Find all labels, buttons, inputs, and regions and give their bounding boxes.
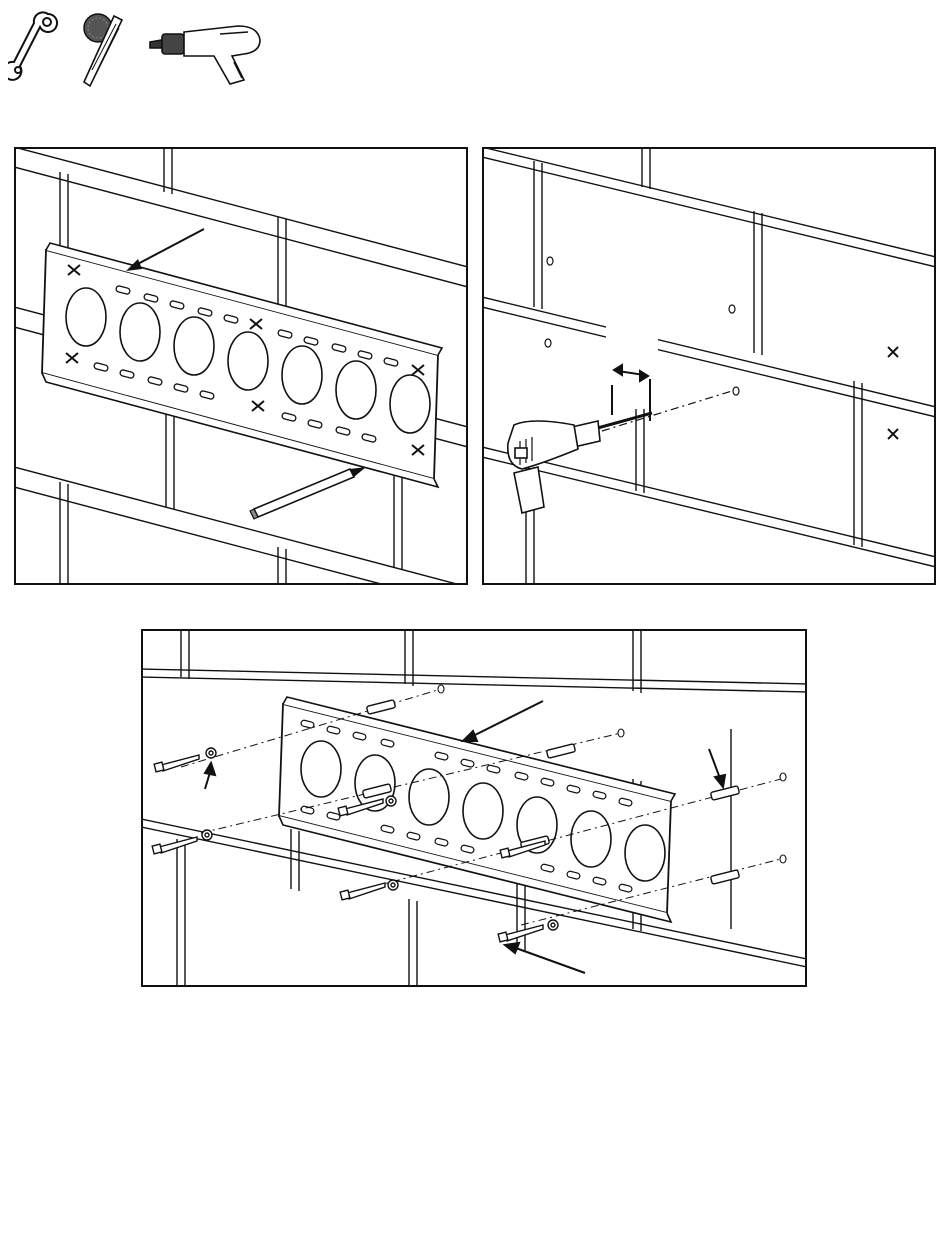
wrench-icon	[8, 8, 60, 83]
drill-mark-x-icons	[888, 347, 898, 439]
power-drill-icon	[508, 413, 652, 513]
tools-row	[8, 8, 278, 88]
step-mark-holes-panel	[14, 147, 468, 585]
wall-plate	[42, 243, 442, 487]
plate-pointer-arrow	[126, 229, 204, 271]
masonry-drill-bit-icon	[76, 8, 136, 88]
power-drill-icon	[148, 12, 273, 87]
step-attach-plate-panel	[141, 629, 807, 987]
brick-wall	[482, 147, 936, 585]
step-drill-holes-panel	[482, 147, 936, 585]
pencil-icon	[250, 467, 366, 519]
